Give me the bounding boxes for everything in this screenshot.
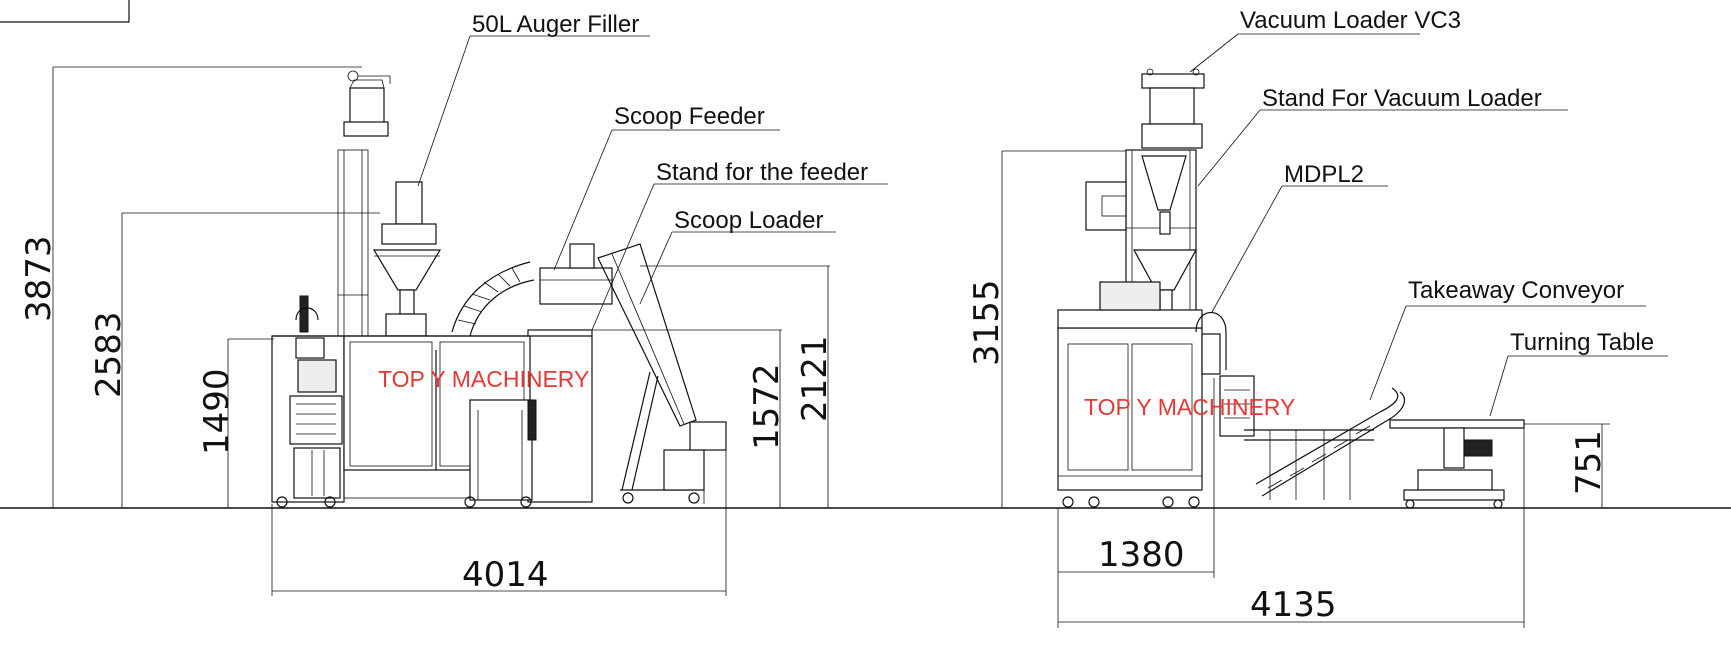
dim-left-total-height: 3873: [19, 235, 59, 322]
feeder-stand: [527, 329, 593, 503]
scoop-loader-incline: [597, 243, 697, 427]
dim-left-stand-height: 1572: [747, 363, 787, 450]
callout-stand-vacuum: Stand For Vacuum Loader: [1262, 85, 1542, 112]
dim-left-loader-height: 2121: [795, 335, 835, 422]
right-dimensions: [1001, 150, 1610, 628]
scoop-loader-box: [663, 449, 705, 491]
vacuum-control-box: [1085, 181, 1127, 231]
auger-filler-cone: [372, 249, 442, 291]
left-dimensions: [52, 66, 830, 596]
vacuum-loader-top: [1141, 73, 1205, 89]
callout-turning-table: Turning Table: [1510, 329, 1654, 356]
takeaway-conveyor: [1255, 387, 1399, 485]
scoop-feeder-arc: [451, 261, 531, 333]
dim-left-filler-height: 2583: [89, 311, 129, 398]
watermark-left: TOP Y MACHINERY: [378, 366, 589, 392]
scoop-feeder-bowl: [539, 267, 613, 305]
callout-scoop-feeder: Scoop Feeder: [614, 103, 765, 130]
right-line-machines: [1057, 68, 1525, 509]
dim-left-machine-height: 1490: [197, 368, 237, 455]
callout-takeaway-conveyor: Takeaway Conveyor: [1408, 277, 1624, 304]
callout-mdpl2: MDPL2: [1284, 161, 1364, 188]
callout-auger-filler: 50L Auger Filler: [472, 11, 639, 38]
turning-table-top: [1389, 419, 1525, 429]
callout-leaders: [417, 33, 1668, 417]
auger-filler-body: [395, 181, 423, 225]
callout-scoop-loader: Scoop Loader: [674, 207, 823, 234]
filler-stand: [337, 149, 369, 337]
callout-stand-feeder: Stand for the feeder: [656, 159, 868, 186]
watermark-right: TOP Y MACHINERY: [1084, 394, 1295, 420]
dim-right-machine-width: 1380: [1098, 535, 1185, 575]
auger-top-hopper: [349, 87, 385, 129]
callout-vacuum-loader: Vacuum Loader VC3: [1240, 7, 1461, 34]
dim-right-total-height: 3155: [967, 279, 1007, 366]
mdpl2-body: [1057, 327, 1203, 491]
dim-right-total-length: 4135: [1250, 585, 1337, 625]
dim-right-table-height: 751: [1569, 430, 1609, 495]
left-line-machines: [271, 70, 727, 508]
dim-left-total-length: 4014: [462, 555, 549, 595]
title-frame-corner: [0, 0, 130, 23]
